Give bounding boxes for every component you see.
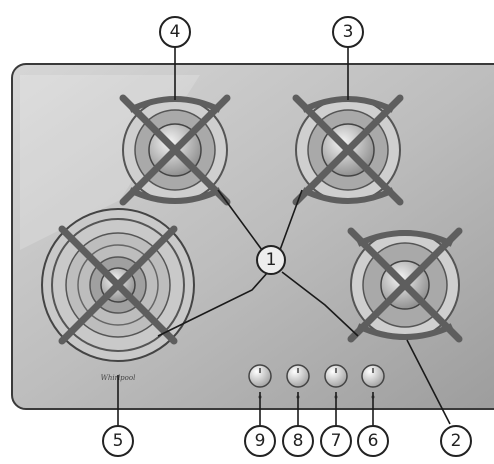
burner-3 (292, 94, 404, 206)
svg-text:2: 2 (451, 431, 462, 451)
callout-1: 1 (256, 245, 286, 275)
callout-4: 4 (159, 16, 191, 48)
knob-9[interactable] (248, 364, 272, 388)
svg-text:8: 8 (293, 431, 304, 451)
svg-text:7: 7 (331, 431, 342, 451)
callout-9: 9 (244, 425, 276, 457)
burner-4 (119, 94, 231, 206)
svg-text:4: 4 (170, 22, 181, 42)
callout-6: 6 (357, 425, 389, 457)
grate-5 (58, 225, 178, 345)
grate-3 (292, 94, 404, 206)
knob-8[interactable] (286, 364, 310, 388)
svg-text:5: 5 (113, 431, 124, 451)
knob-6[interactable] (361, 364, 385, 388)
svg-text:1: 1 (266, 250, 277, 270)
svg-text:3: 3 (343, 22, 354, 42)
leader-lines (117, 47, 451, 426)
callout-2: 2 (440, 425, 472, 457)
callout-8: 8 (282, 425, 314, 457)
svg-text:6: 6 (368, 431, 379, 451)
knob-7[interactable] (324, 364, 348, 388)
svg-text:9: 9 (255, 431, 266, 451)
grate-4 (119, 94, 231, 206)
callout-5: 5 (102, 425, 134, 457)
burner-2 (347, 227, 463, 343)
burner-5 (41, 208, 195, 362)
grate-2 (347, 227, 463, 343)
callout-7: 7 (320, 425, 352, 457)
callout-3: 3 (332, 16, 364, 48)
